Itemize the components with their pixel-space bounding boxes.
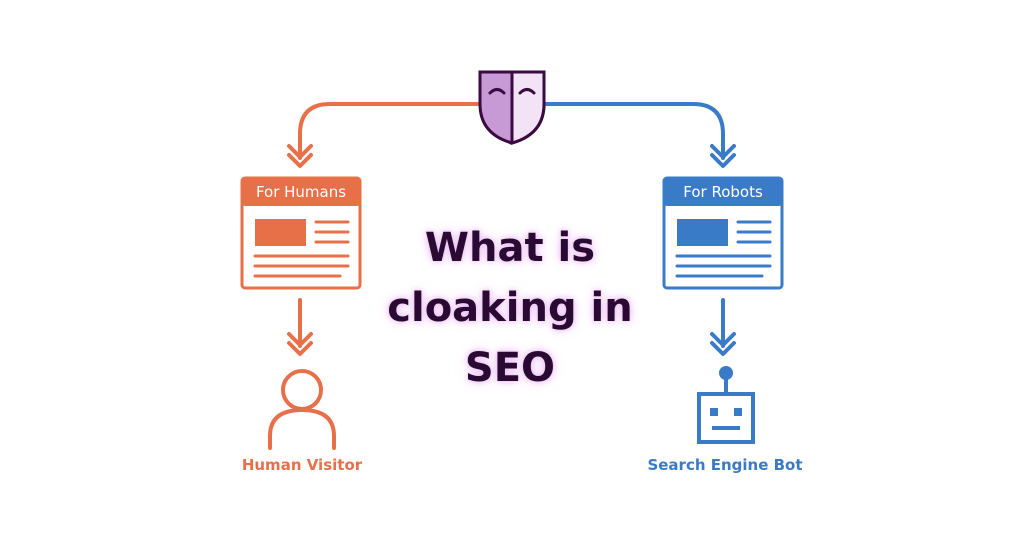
main-title: What is cloaking in SEO <box>360 218 660 398</box>
for-humans-label: For Humans <box>255 183 347 201</box>
robot-icon <box>697 366 755 444</box>
for-robots-label: For Robots <box>683 183 763 201</box>
for-humans-page-icon <box>240 176 362 290</box>
theater-mask-icon <box>478 70 546 145</box>
for-robots-page-icon <box>662 176 784 290</box>
right-down-arrow <box>710 298 736 356</box>
human-visitor-icon <box>268 369 336 450</box>
left-branch-arrow <box>287 102 480 168</box>
search-engine-bot-caption: Search Engine Bot <box>647 456 803 474</box>
left-down-arrow <box>287 298 313 356</box>
title-line-2: cloaking in <box>387 285 633 331</box>
title-line-3: SEO <box>464 345 556 391</box>
right-branch-arrow <box>544 102 736 168</box>
title-line-1: What is <box>424 225 596 271</box>
human-visitor-caption: Human Visitor <box>241 456 363 474</box>
